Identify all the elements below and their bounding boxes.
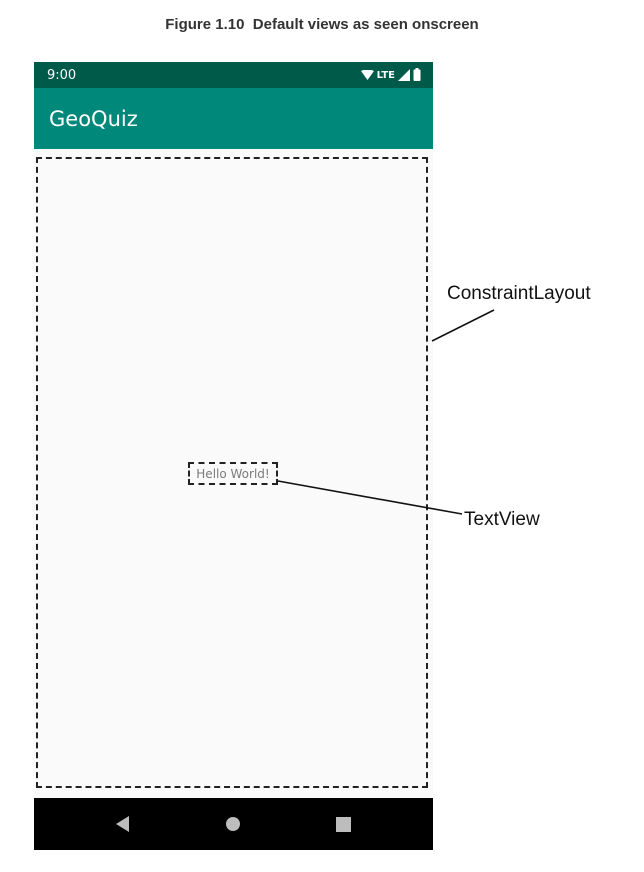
home-icon[interactable]: [224, 815, 242, 833]
phone-screen: 9:00 LTE GeoQuiz Hello: [34, 62, 433, 850]
textview-hello-world: Hello World!: [188, 462, 278, 485]
constraint-layout-label: ConstraintLayout: [447, 283, 591, 304]
figure-caption: Figure 1.10 Default views as seen onscre…: [165, 16, 479, 33]
textview-label: TextView: [464, 509, 540, 530]
constraint-layout: [36, 157, 428, 788]
network-type: LTE: [376, 69, 395, 81]
navigation-bar: [34, 798, 433, 850]
constraint-layout-leader: [431, 309, 495, 342]
back-icon[interactable]: [114, 815, 132, 833]
recents-icon[interactable]: [334, 815, 352, 833]
app-bar: GeoQuiz: [34, 88, 433, 149]
wifi-icon: [360, 66, 374, 85]
battery-icon: [413, 66, 421, 85]
app-title: GeoQuiz: [49, 107, 138, 131]
signal-icon: [398, 66, 410, 85]
status-icons: LTE: [360, 66, 421, 85]
status-bar: 9:00 LTE: [34, 62, 433, 88]
status-time: 9:00: [47, 68, 77, 83]
